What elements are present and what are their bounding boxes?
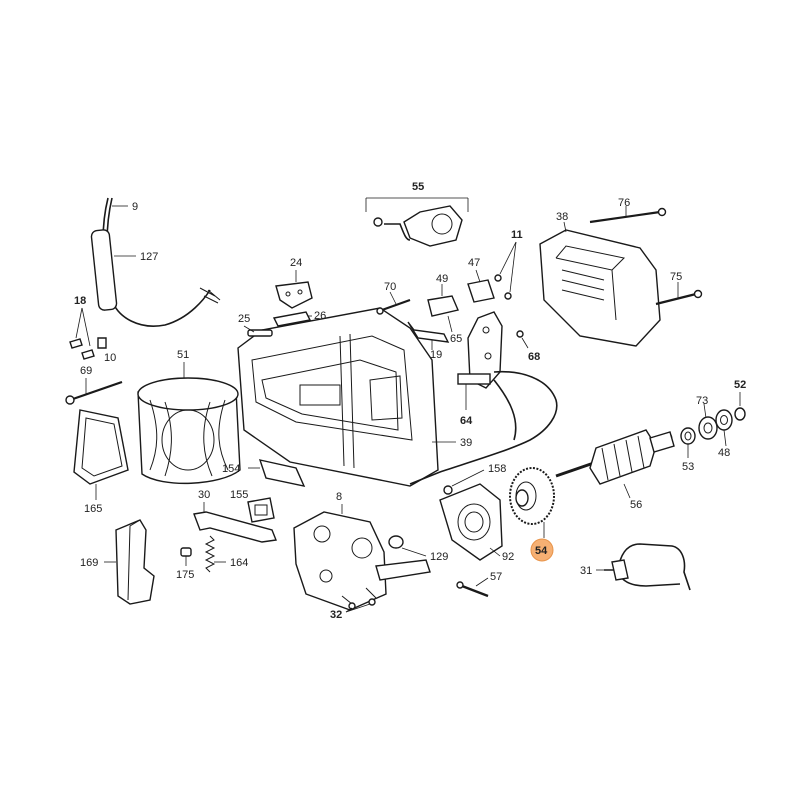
label-75: 75 xyxy=(670,271,682,283)
label-57: 57 xyxy=(490,571,502,583)
label-47: 47 xyxy=(468,257,480,269)
label-18: 18 xyxy=(74,295,86,307)
label-51: 51 xyxy=(177,349,189,361)
brush-holder-24 xyxy=(275,281,313,309)
oring-129 xyxy=(388,535,404,549)
screw-69 xyxy=(65,380,123,405)
block-154 xyxy=(258,459,306,487)
label-30: 30 xyxy=(198,489,210,501)
bearing-plate-92 xyxy=(439,483,503,561)
bearing-73 xyxy=(698,416,718,440)
label-55: 55 xyxy=(412,181,424,193)
field-stator-51 xyxy=(137,377,241,485)
motor-cover-38 xyxy=(539,229,661,347)
part-49 xyxy=(427,295,459,317)
washer-155 xyxy=(247,497,275,523)
label-11: 11 xyxy=(511,229,523,241)
label-54: 54 xyxy=(535,545,548,557)
pin-25 xyxy=(247,329,273,337)
clip-19 xyxy=(407,321,450,343)
washer-53 xyxy=(680,427,696,445)
label-56: 56 xyxy=(630,499,642,511)
label-155: 155 xyxy=(230,489,248,501)
label-76: 76 xyxy=(618,197,630,209)
label-19: 19 xyxy=(430,349,442,361)
screw-158 xyxy=(443,485,453,495)
label-127: 127 xyxy=(140,251,158,263)
lever-30 xyxy=(193,511,277,543)
label-169: 169 xyxy=(80,557,98,569)
label-53: 53 xyxy=(682,461,694,473)
screw-11b xyxy=(504,292,512,300)
label-165: 165 xyxy=(84,503,102,515)
label-25: 25 xyxy=(238,313,250,325)
screw-57 xyxy=(456,581,489,598)
ring-52 xyxy=(734,407,746,421)
screw-11a xyxy=(494,274,502,282)
label-175: 175 xyxy=(176,569,194,581)
brush-plate-64 xyxy=(409,311,558,485)
label-26: 26 xyxy=(314,310,326,322)
gasket-165 xyxy=(73,409,129,485)
armature-56 xyxy=(555,429,675,485)
screw-70 xyxy=(376,298,411,315)
label-32: 32 xyxy=(330,609,342,621)
screw-76 xyxy=(589,207,667,224)
label-92: 92 xyxy=(502,551,514,563)
label-70: 70 xyxy=(384,281,396,293)
label-52: 52 xyxy=(734,379,746,391)
label-65: 65 xyxy=(450,333,462,345)
wire-harness-31 xyxy=(604,543,691,591)
bearing-48 xyxy=(715,409,733,431)
label-38: 38 xyxy=(556,211,568,223)
bracket-169 xyxy=(115,519,155,605)
label-8: 8 xyxy=(336,491,342,503)
switch-55 xyxy=(373,205,463,247)
label-9: 9 xyxy=(132,201,138,213)
pin-175 xyxy=(180,547,192,557)
label-24: 24 xyxy=(290,257,302,269)
label-73: 73 xyxy=(696,395,708,407)
label-69: 69 xyxy=(80,365,92,377)
label-39: 39 xyxy=(460,437,472,449)
label-129: 129 xyxy=(430,551,448,563)
label-64: 64 xyxy=(460,415,473,427)
label-10: 10 xyxy=(104,352,116,364)
label-31: 31 xyxy=(580,565,592,577)
label-68: 68 xyxy=(528,351,540,363)
label-158: 158 xyxy=(488,463,506,475)
label-154: 154 xyxy=(222,463,240,475)
highlight-marker-54 xyxy=(530,538,554,562)
spring-164 xyxy=(204,535,216,573)
power-cord xyxy=(90,197,221,327)
label-48: 48 xyxy=(718,447,730,459)
label-49: 49 xyxy=(436,273,448,285)
screw-68 xyxy=(516,330,524,338)
gear-54 xyxy=(509,467,555,525)
housing-39 xyxy=(237,307,439,487)
screw-75 xyxy=(655,289,703,306)
screws-32 xyxy=(348,598,376,610)
gear-housing-8 xyxy=(293,511,431,611)
screws-18 xyxy=(69,337,107,360)
strip-26 xyxy=(272,311,312,327)
label-164: 164 xyxy=(230,557,248,569)
bracket-47 xyxy=(467,279,495,303)
